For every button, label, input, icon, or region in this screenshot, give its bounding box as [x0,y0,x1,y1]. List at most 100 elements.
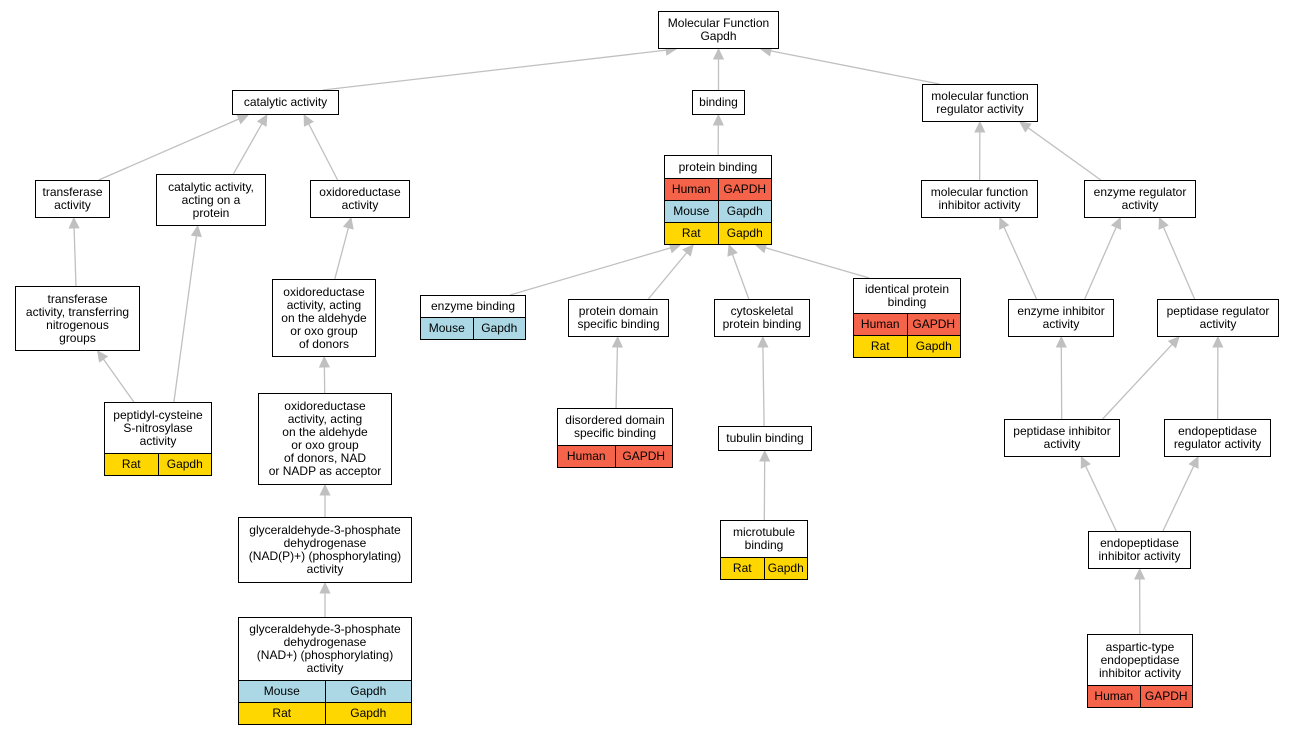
gene-cell: Gapdh [324,681,412,702]
annotation-row: Mouse Gapdh [239,680,411,702]
go-term-label: Molecular Function Gapdh [667,16,770,43]
go-term-node-transf_nitro[interactable]: transferase activity, transferring nitro… [15,286,140,351]
edge-line [308,123,339,181]
go-term-node-aspartic[interactable]: aspartic-type endopeptidase inhibitor ac… [1087,634,1193,708]
go-term-node-oxido_nad[interactable]: oxidoreductase activity, acting on the a… [258,393,392,485]
edge-arrowhead [999,216,1010,230]
species-cell: Rat [681,226,701,240]
go-term-node-enz_reg[interactable]: enzyme regulator activity [1084,180,1196,218]
edge-arrowhead [712,47,725,60]
annotation-row: Rat Gapdh [854,335,960,357]
gene-cell: Gapdh [472,318,526,339]
edge-arrowhead [303,113,314,127]
go-term-label: oxidoreductase activity [319,185,401,212]
edge-line [615,346,619,409]
edge-line [647,252,688,300]
species-cell: Mouse [263,684,300,698]
go-term-label: oxidoreductase activity, acting on the a… [268,399,382,478]
edge-line [334,227,350,280]
go-term-label: glyceraldehyde-3-phosphate dehydrogenase… [249,622,401,675]
edge-line [1102,343,1173,420]
go-term-node-endopept_inhib[interactable]: endopeptidase inhibitor activity [1088,531,1191,569]
edge-arrowhead [1110,216,1122,230]
gene-cell: GAPDH [614,446,673,467]
edge-arrowhead [190,224,202,238]
go-term-node-pept_reg[interactable]: peptidase regulator activity [1157,299,1279,337]
edge-arrowhead [712,113,724,126]
go-term-node-catalytic[interactable]: catalytic activity [232,90,339,115]
go-term-label: transferase activity [42,185,103,212]
go-term-label: binding [699,95,738,109]
edge-arrowhead [319,581,331,594]
go-term-label: enzyme regulator activity [1093,185,1187,212]
go-term-label: transferase activity, transferring nitro… [25,291,130,345]
go-term-label: peptidase inhibitor activity [1013,424,1111,451]
edge-arrowhead [236,114,250,125]
go-term-label: microtubule binding [732,525,796,552]
edge-line [98,118,240,181]
go-term-node-oxido_ald[interactable]: oxidoreductase activity, acting on the a… [272,279,376,357]
gene-cell: Gapdh [906,336,961,357]
go-term-node-mfreg[interactable]: molecular function regulator activity [922,84,1038,122]
go-term-label: identical protein binding [864,282,950,309]
edge-line [1162,465,1195,532]
annotation-row: Rat Gapdh [665,222,771,244]
go-term-node-g3pd_nadp[interactable]: glyceraldehyde-3-phosphate dehydrogenase… [238,517,412,583]
go-term-node-transferase[interactable]: transferase activity [35,180,110,218]
go-term-node-enz_inhib[interactable]: enzyme inhibitor activity [1008,299,1114,337]
gene-cell: GAPDH [906,314,961,335]
go-term-label: catalytic activity [243,95,328,109]
edge-line [1162,226,1196,300]
go-term-node-tubulin[interactable]: tubulin binding [718,426,812,451]
go-term-node-g3pd_nad[interactable]: glyceraldehyde-3-phosphate dehydrogenase… [238,617,412,725]
go-term-node-mf_inhib[interactable]: molecular function inhibitor activity [921,180,1038,218]
species-cell: Mouse [428,321,465,335]
species-cell: Human [1094,689,1134,703]
go-term-node-endopept_reg[interactable]: endopeptidase regulator activity [1164,419,1271,457]
gene-cell: Gapdh [763,558,808,579]
edge-arrowhead [256,113,268,127]
edge-line [102,358,135,403]
go-term-node-oxidoreductase[interactable]: oxidoreductase activity [310,180,410,218]
species-cell: Human [860,317,900,331]
species-cell: Rat [870,339,890,353]
edge-arrowhead [68,216,80,229]
edge-arrowhead [1134,567,1146,580]
edge-line [1084,226,1117,300]
go-term-node-binding[interactable]: binding [692,90,745,115]
edge-arrowhead [1158,216,1169,230]
go-term-node-cat_protein[interactable]: catalytic activity, acting on a protein [156,174,266,226]
edge-line [73,227,77,287]
edge-line [1027,127,1102,181]
edge-line [173,235,198,403]
go-term-label: endopeptidase inhibitor activity [1098,536,1181,563]
gene-cell: Gapdh [717,223,772,244]
go-term-label: enzyme binding [430,299,516,313]
go-term-label: catalytic activity, acting on a protein [168,179,254,220]
go-term-node-cytoskeletal[interactable]: cytoskeletal protein binding [714,299,810,337]
species-cell: Human [671,182,711,196]
edge-arrowhead [318,355,330,368]
go-term-label: enzyme inhibitor activity [1017,304,1105,331]
go-term-node-pept_inhib[interactable]: peptidase inhibitor activity [1004,419,1120,457]
edge-line [1085,465,1117,532]
go-term-label: protein domain specific binding [577,304,660,331]
edge-arrowhead [319,483,331,496]
go-term-node-peptidyl_cys[interactable]: peptidyl-cysteine S-nitrosylase activity… [104,402,212,476]
go-term-label: peptidase regulator activity [1166,304,1270,331]
go-term-node-pdomain[interactable]: protein domain specific binding [568,299,669,337]
edge-line [232,123,263,175]
go-term-label: molecular function regulator activity [931,89,1029,116]
go-term-node-mf[interactable]: Molecular Function Gapdh [658,11,779,49]
edge-arrowhead [1188,455,1199,469]
edge-arrowhead [1212,335,1224,348]
